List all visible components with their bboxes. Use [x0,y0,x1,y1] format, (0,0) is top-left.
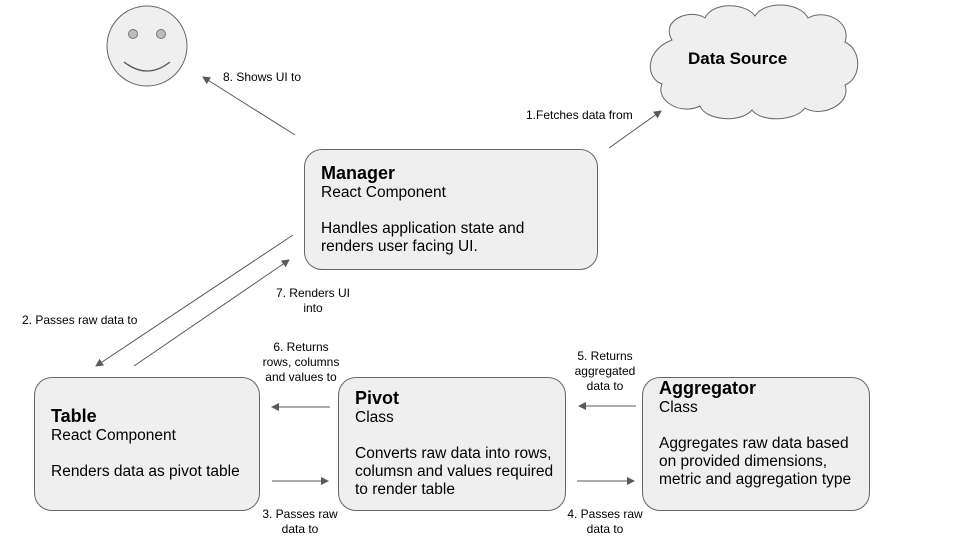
edge-label-2: 2. Passes raw data to [22,313,138,327]
manager-node: Manager React Component Handles applicat… [304,149,598,270]
manager-description: Handles application state and renders us… [321,220,525,255]
pivot-title: Pivot [355,388,400,408]
manager-subtitle: React Component [321,184,446,201]
pivot-node: Pivot Class Converts raw data into rows,… [338,377,566,511]
aggregator-node: Aggregator Class Aggregates raw data bas… [642,377,870,511]
pivot-subtitle: Class [355,409,394,426]
arrow-1 [608,110,662,149]
aggregator-description: Aggregates raw data based on provided di… [659,435,852,488]
edge-label-1: 1.Fetches data from [526,108,633,122]
arrow-8 [202,76,296,136]
edge-label-3: 3. Passes raw data to [262,507,338,536]
edge-label-7: 7. Renders UI into [275,286,351,315]
edge-label-8: 8. Shows UI to [223,70,302,84]
table-description: Renders data as pivot table [51,463,240,480]
pivot-description: Converts raw data into rows, columsn and… [355,445,554,498]
aggregator-subtitle: Class [659,399,698,416]
aggregator-title: Aggregator [659,378,757,398]
table-node: Table React Component Renders data as pi… [34,377,260,511]
arrow-7 [133,259,290,367]
table-subtitle: React Component [51,427,176,444]
edge-label-5: 5. Returns aggregated data to [574,349,636,393]
edge-label-6: 6. Returns rows, columns and values to [262,340,340,384]
arrow-2 [95,234,294,367]
data-source-label: Data Source [688,49,788,68]
edge-label-4: 4. Passes raw data to [567,507,643,536]
manager-title: Manager [321,163,396,183]
table-title: Table [51,406,97,426]
